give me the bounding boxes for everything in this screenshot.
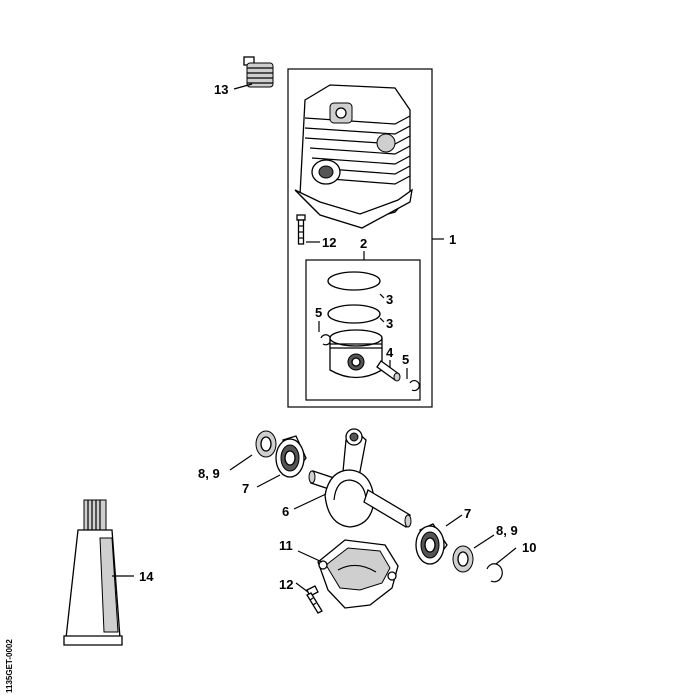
crankcase-screw	[306, 585, 323, 614]
callout-4: 4	[386, 345, 394, 360]
ball-bearing-right	[415, 523, 448, 565]
callout-11: 11	[279, 538, 293, 553]
leader-3a	[379, 293, 385, 299]
decompression-valve	[243, 56, 274, 88]
piston-circlip-left	[320, 334, 332, 346]
callout-89a: 8, 9	[198, 466, 220, 481]
callout-89b: 8, 9	[496, 523, 518, 538]
callout-14: 14	[139, 569, 154, 584]
cylinder	[294, 84, 413, 229]
callout-12a: 12	[322, 235, 336, 250]
callout-5b: 5	[402, 352, 409, 367]
callout-10: 10	[522, 540, 536, 555]
piston-pin	[376, 360, 401, 382]
grease-tube	[63, 499, 123, 646]
crankshaft	[308, 428, 412, 528]
callout-6: 6	[282, 504, 289, 519]
cylinder-assembly-frame	[287, 68, 433, 408]
cylinder-screw	[296, 214, 306, 245]
leader-6	[293, 493, 327, 510]
piston	[329, 329, 383, 379]
piston-set-frame	[305, 259, 421, 401]
leader-13	[233, 83, 253, 90]
piston-ring-upper	[327, 271, 381, 291]
callout-3b: 3	[386, 316, 393, 331]
callout-7b: 7	[464, 506, 471, 521]
leader-12b	[295, 582, 309, 593]
leader-7a	[256, 474, 281, 488]
crankcase-bottom	[317, 539, 399, 609]
callout-7a: 7	[242, 481, 249, 496]
oil-seal-left	[255, 430, 277, 458]
callout-2: 2	[360, 236, 367, 251]
diagram-code: 1135GET-0002	[5, 639, 14, 693]
leader-10	[495, 547, 517, 565]
ball-bearing-left	[275, 435, 307, 478]
leader-3b	[379, 317, 385, 323]
leader-89b	[473, 534, 495, 549]
piston-circlip-right	[409, 379, 420, 392]
leader-89a	[229, 454, 253, 471]
callout-5a: 5	[315, 305, 322, 320]
piston-ring-lower	[327, 304, 381, 324]
callout-12b: 12	[279, 577, 293, 592]
callout-1: 1	[449, 232, 456, 247]
callout-3a: 3	[386, 292, 393, 307]
leader-11	[297, 550, 323, 563]
callout-13: 13	[214, 82, 228, 97]
circlip	[486, 563, 503, 583]
leader-7b	[445, 514, 463, 527]
oil-seal-right	[452, 545, 474, 573]
